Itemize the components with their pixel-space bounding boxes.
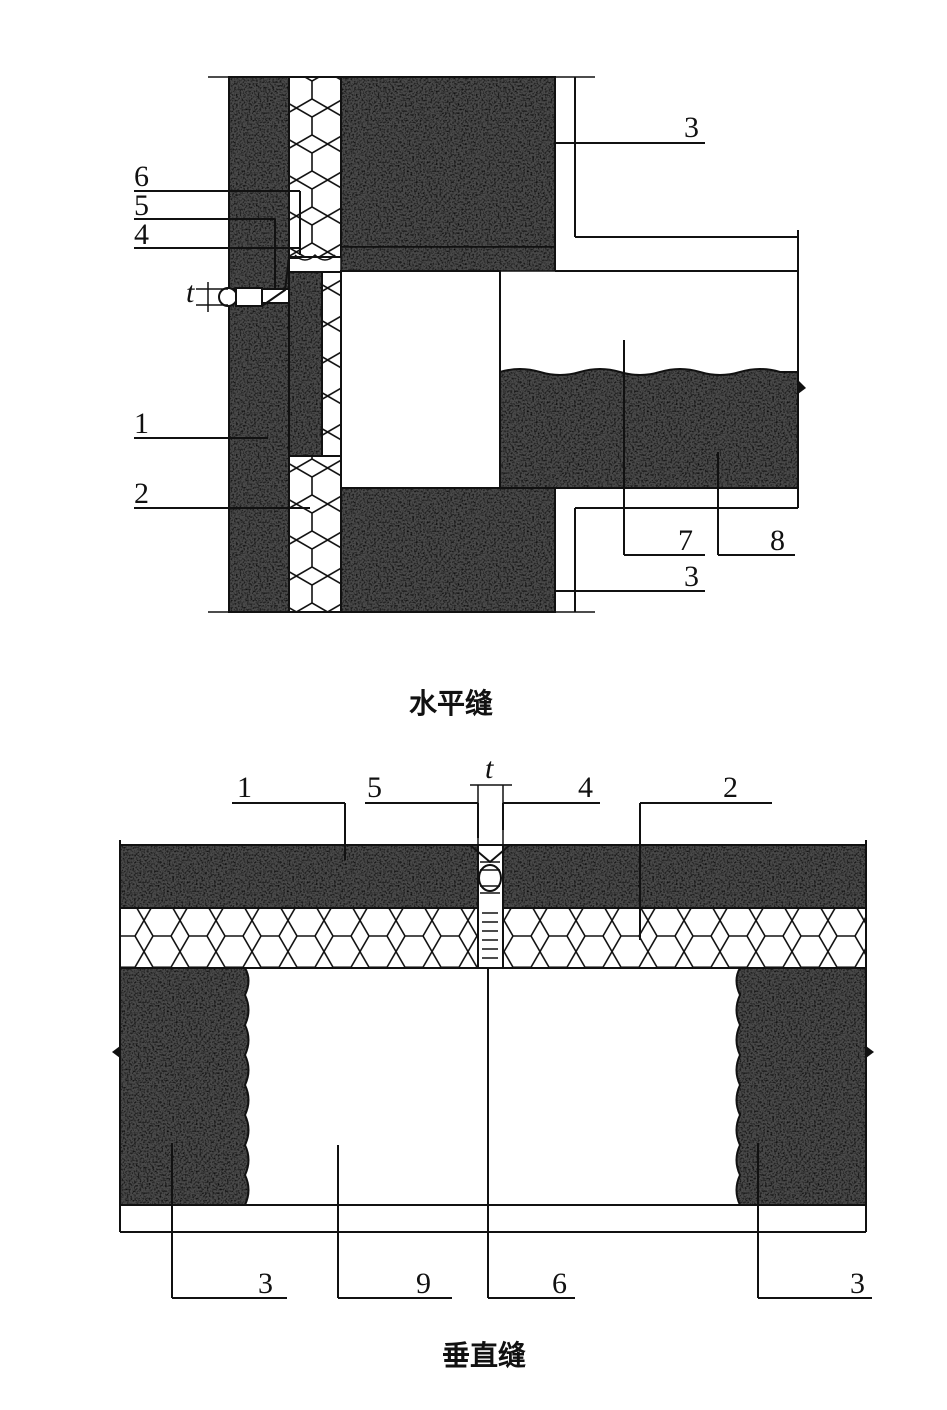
label-1-v: 1 [237, 771, 252, 804]
backer-rod-vertical [478, 864, 502, 892]
label-4: 4 [134, 218, 149, 251]
label-3-bottom: 3 [684, 560, 699, 593]
label-5-v: 5 [367, 771, 382, 804]
outer-leaf-lower [228, 302, 290, 613]
label-3-v-left: 3 [258, 1267, 273, 1300]
label-6-v: 6 [552, 1267, 567, 1300]
backer-rod [218, 287, 238, 307]
inner-leaf-lower [340, 487, 556, 613]
label-t-v: t [485, 752, 494, 785]
outer-leaf-lip [288, 271, 323, 457]
label-1: 1 [134, 407, 149, 440]
inner-leaf-right [735, 967, 867, 1206]
inner-leaf-left [119, 967, 250, 1206]
foam-strip-vertical [482, 912, 498, 959]
insulation-joint-strip [321, 271, 342, 457]
caption-vertical: 垂直缝 [442, 1339, 526, 1372]
label-9: 9 [416, 1267, 431, 1300]
foam-strip [294, 253, 336, 261]
label-2: 2 [134, 477, 149, 510]
vertical-joint-section: 1 5 t 4 2 3 9 6 3 垂直缝 [112, 752, 874, 1372]
label-8: 8 [770, 524, 785, 557]
label-3-v-right: 3 [850, 1267, 865, 1300]
mortar-bed [340, 246, 556, 272]
label-4-v: 4 [578, 771, 593, 804]
label-3-top: 3 [684, 111, 699, 144]
label-6: 6 [134, 160, 149, 193]
outer-leaf-upper [228, 76, 290, 290]
label-5: 5 [134, 189, 149, 222]
inner-leaf-upper [340, 76, 556, 248]
label-2-v: 2 [723, 771, 738, 804]
label-7: 7 [678, 524, 693, 557]
insulation-lower [288, 455, 342, 613]
caption-horizontal: 水平缝 [409, 687, 493, 720]
horizontal-joint-section: 3 6 5 4 t 1 2 7 8 3 水平缝 [134, 76, 806, 720]
insulation-upper [288, 76, 342, 258]
hollow-void [340, 270, 501, 489]
label-t: t [186, 276, 195, 309]
sealant [235, 287, 263, 307]
floor-slab [499, 368, 799, 489]
